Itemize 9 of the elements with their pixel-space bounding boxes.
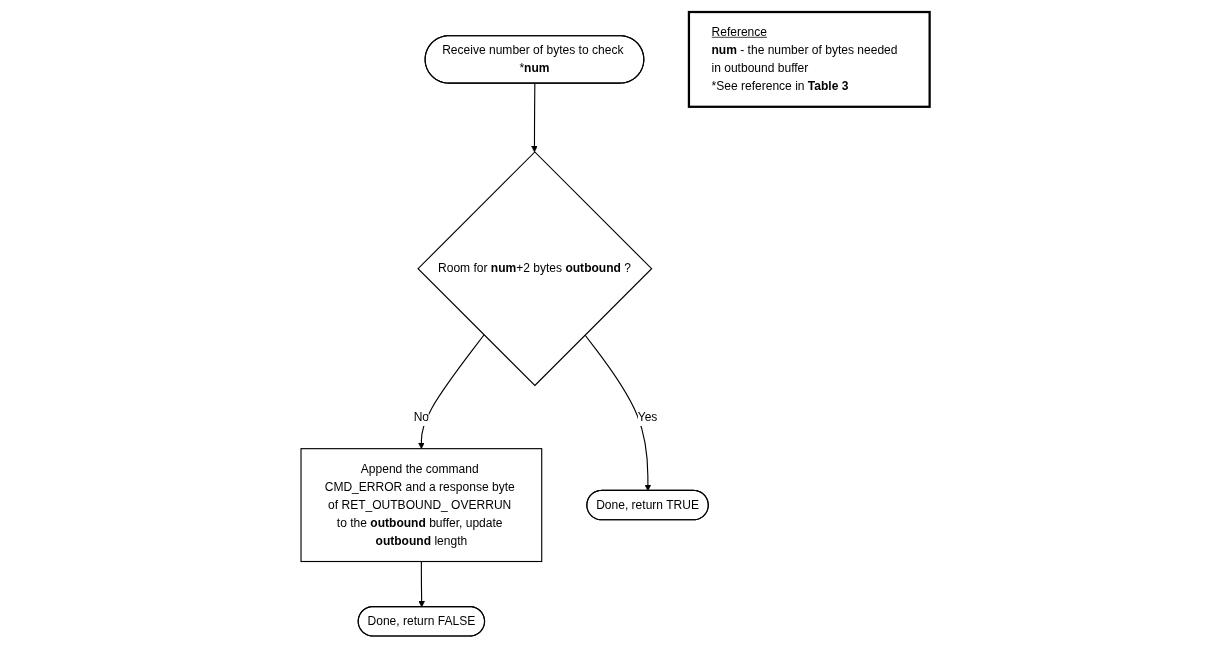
arrow	[584, 334, 651, 492]
node-box: Reference num - the number of bytes needed in outbound buffer *See reference in Table 3	[687, 10, 931, 108]
node-box: Append the command CMD_ERROR and a response byte of RET_OUTBOUND_ OVERRUN to the outbound buffer, update outbound length	[300, 448, 542, 563]
edge-label: Yes	[637, 410, 658, 424]
arrow	[530, 82, 538, 153]
edge-label: No	[413, 410, 429, 424]
node-diamond: Room for num+2 bytes outbound ?	[416, 151, 653, 387]
arrow	[417, 334, 485, 449]
arrow	[418, 560, 425, 608]
